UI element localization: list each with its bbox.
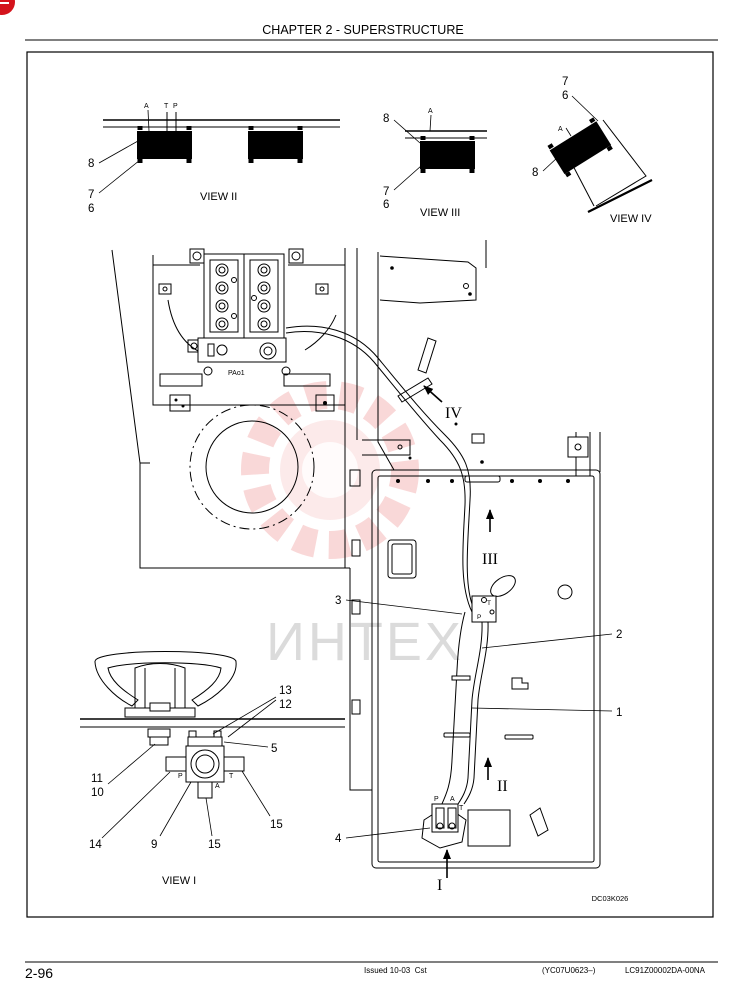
view-arrow-iii-label: III [482,551,498,568]
view-ii-label-8: 8 [88,158,94,170]
view-iii-port-a: A [428,108,433,115]
right-frame [567,432,601,476]
view-iii-title: VIEW III [420,207,460,219]
view-i-label-15-bottom: 15 [208,839,221,851]
view-ii-port-p: P [173,103,178,110]
view-ii-drawing [98,109,340,194]
view-i-label-13: 13 [279,685,292,697]
view-iv-label-7: 7 [562,76,568,88]
watermark-text: ИНТЕХ [266,612,464,672]
callout-2: 2 [616,629,622,641]
hose-3 [285,325,473,605]
view-ii-label-6: 6 [88,203,94,215]
view-iii-label-8: 8 [383,113,389,125]
view-arrow-iv-icon [423,385,443,403]
view-i-label-12: 12 [279,699,292,711]
view-iv-label-6: 6 [562,90,568,102]
hose-2 [463,621,489,805]
view-i-label-15-right: 15 [270,819,283,831]
port-label-pao1: PAo1 [228,370,245,377]
valve-4 [421,803,467,849]
mounting-bolt-pads [158,248,335,412]
document-code: LC91Z00002DA-00NA [625,966,706,975]
view-i-drawing [80,651,345,799]
chapter-title: CHAPTER 2 - SUPERSTRUCTURE [262,23,463,37]
page-number: 2-96 [25,965,53,981]
view-iv-title: VIEW IV [610,213,652,225]
view-arrow-i-label: I [437,877,442,894]
callout-1: 1 [616,707,622,719]
view-ii-port-t: T [164,103,169,110]
hoses [285,325,489,807]
view-iv-port-a: A [558,126,563,133]
view-ii-label-7: 7 [88,189,94,201]
watermark-gear-icon [241,381,419,559]
clamp-block [420,131,475,173]
figure-code: DC03K026 [592,894,629,903]
hose-clamp [451,675,471,681]
view-iii-drawing [393,114,487,191]
main-leader-lines [345,599,613,839]
valve-4-port-a: A [450,796,455,803]
callout-3: 3 [335,595,341,607]
cab-bracket [362,255,485,464]
figure-frame [26,51,714,918]
view-i-port-a: A [215,783,220,790]
hose-1 [440,611,466,807]
view-ii-title: VIEW II [200,191,237,203]
view-arrow-iv-label: IV [445,405,462,422]
clamp-block [544,112,614,178]
view-i-label-5: 5 [271,743,277,755]
valve-2 [471,595,497,623]
hose-clamp [397,377,433,403]
view-i-port-p: P [178,773,183,780]
view-i-leader-lines [101,696,277,839]
view-i-label-14: 14 [89,839,102,851]
hose-2 [457,621,483,805]
view-iii-label-6: 6 [383,199,389,211]
view-i-title: VIEW I [162,875,196,887]
control-valve [197,253,287,363]
floor-panel [371,469,601,869]
valve-4-port-t: T [459,805,464,812]
view-arrows [423,385,494,878]
view-iv-label-8: 8 [532,167,538,179]
view-arrow-ii-label: II [497,778,508,795]
hose-3 [285,331,473,613]
view-i-port-t: T [229,773,234,780]
corner-mark-icon [0,0,15,15]
valve-4-port-p: P [434,796,439,803]
valve-2-port-p: P [477,614,481,621]
view-iii-label-7: 7 [383,186,389,198]
valve-2-port-t: T [487,600,491,607]
watermark: ИНТЕХ [241,381,464,672]
serial-range: (YC07U0623–) [542,966,596,975]
view-iv-drawing [542,95,653,213]
callout-4: 4 [335,833,342,845]
view-ii-port-a: A [144,103,149,110]
view-i-label-11: 11 [91,773,103,785]
swing-circle [189,404,315,530]
view-i-label-9: 9 [151,839,157,851]
steering-wheel [94,651,237,707]
issue-date: Issued 10-03 Cst [364,966,427,975]
view-i-label-10: 10 [91,787,104,799]
